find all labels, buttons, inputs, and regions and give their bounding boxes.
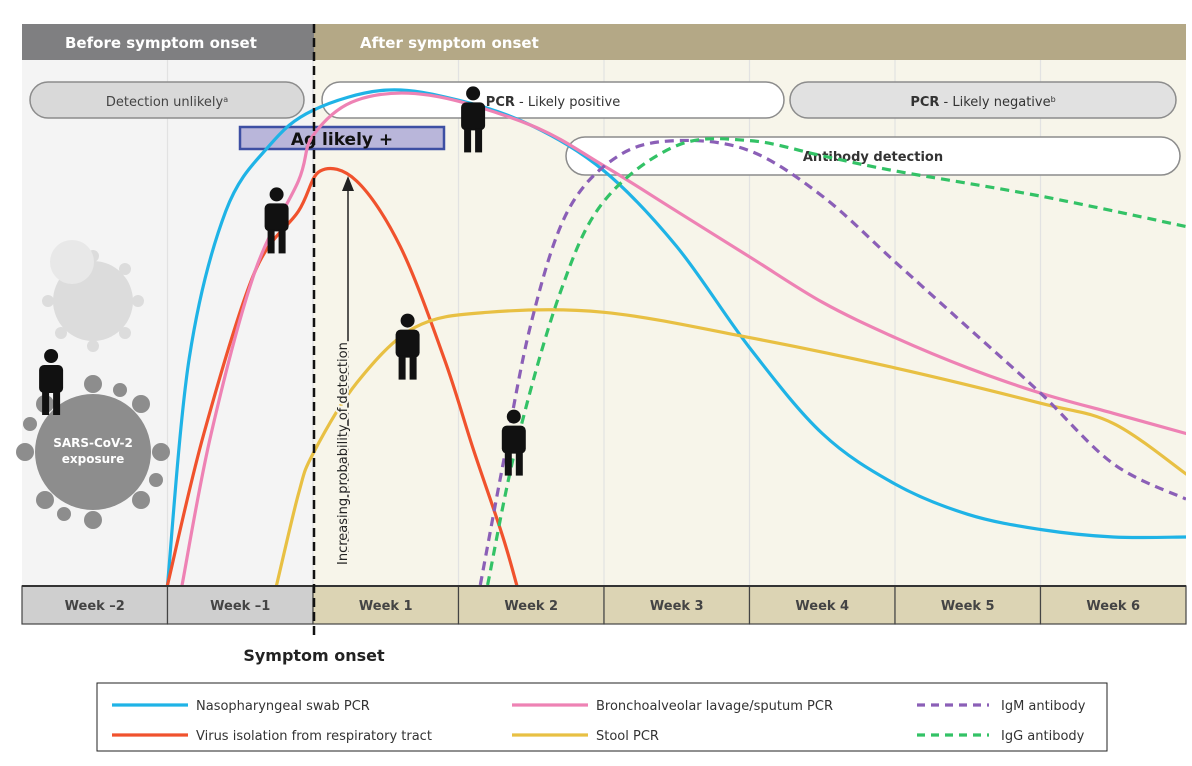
person-icon	[39, 349, 64, 415]
week-axis: Week –2 Week –1 Week 1 Week 2 Week 3 Week 4 We…	[21, 585, 1187, 625]
series-line-4	[275, 308, 1186, 585]
week-cell	[748, 585, 896, 625]
week-tick-label: Week –2	[65, 599, 125, 614]
week-tick-label: Week 2	[504, 599, 558, 614]
legend-label: IgM antibody	[1001, 699, 1086, 714]
week-cell	[1039, 585, 1187, 625]
legend-label: Nasopharyngeal swab PCR	[196, 699, 370, 714]
legend-box	[96, 682, 1108, 752]
before-onset-header	[22, 24, 314, 60]
detection-unlikely-label: Detection unlikelya	[106, 95, 228, 111]
pcr-likely-positive-bar	[321, 81, 785, 119]
antibody-detection-label: Antibody detection	[803, 150, 943, 165]
exposure-label-line2: exposure	[62, 452, 124, 466]
legend-label: Bronchoalveolar lavage/sputum PCR	[596, 699, 833, 714]
person-icon	[501, 409, 526, 476]
week-cell	[312, 585, 460, 625]
week-tick-label: Week 5	[941, 599, 995, 614]
week-cell	[21, 585, 169, 625]
series-line-2	[165, 166, 519, 585]
pcr-likely-negative-label: PCR - Likely negativeb	[910, 95, 1055, 111]
person-icon	[264, 187, 289, 254]
after-onset-header	[314, 24, 1186, 60]
probability-arrow-head	[342, 176, 354, 191]
virus-icon-faint	[42, 240, 144, 352]
pcr-likely-positive-label: PCR - Likely positive	[486, 95, 620, 110]
after-onset-header-label: After symptom onset	[360, 34, 539, 52]
virus-icon	[16, 375, 170, 529]
exposure-label-line1: SARS-CoV-2	[53, 436, 133, 450]
legend: Nasopharyngeal swab PCR Bronchoalveolar l…	[112, 699, 1086, 744]
pcr-likely-negative-bar	[789, 81, 1177, 119]
person-icons	[39, 86, 526, 476]
series-line-5	[478, 138, 1186, 585]
person-icon	[395, 313, 420, 380]
y-axis-label: Increasing probability of detection	[336, 342, 351, 565]
week-tick-label: Week 3	[650, 599, 704, 614]
person-icon	[461, 86, 486, 153]
week-tick-label: Week 6	[1086, 599, 1140, 614]
symptom-onset-label: Symptom onset	[243, 646, 385, 665]
week-tick-label: Week 1	[359, 599, 413, 614]
antigen-likely-positive-label: Ag likely +	[291, 130, 393, 150]
week-cell	[166, 585, 314, 625]
week-cell	[457, 585, 605, 625]
series-line-3	[180, 91, 1186, 585]
week-tick-label: Week –1	[210, 599, 270, 614]
legend-label: Virus isolation from respiratory tract	[196, 729, 432, 744]
legend-label: Stool PCR	[596, 729, 659, 744]
week-tick-label: Week 4	[795, 599, 849, 614]
legend-label: IgG antibody	[1001, 729, 1085, 744]
detection-unlikely-bar	[29, 81, 305, 119]
series-layer	[165, 88, 1186, 585]
antigen-likely-positive-box	[238, 125, 446, 151]
before-onset-header-label: Before symptom onset	[65, 34, 257, 52]
antibody-detection-bar	[565, 136, 1181, 176]
